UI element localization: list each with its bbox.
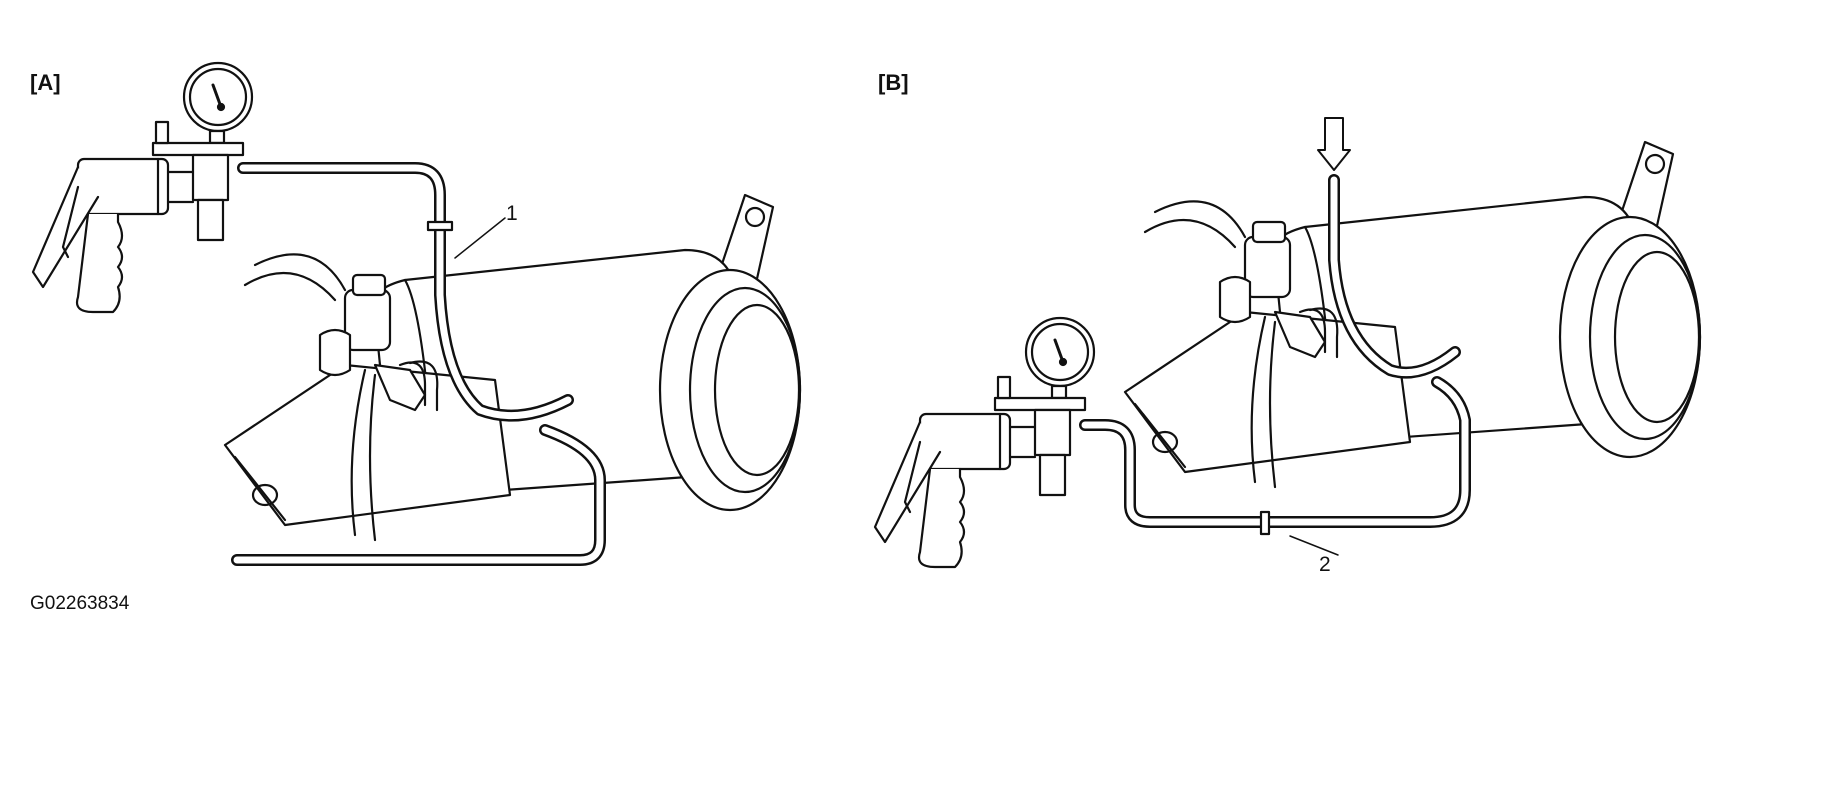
panel-a-label: [A]	[30, 70, 61, 95]
hose-clamp-b	[1259, 510, 1271, 536]
vacuum-pump-a	[31, 61, 254, 314]
airflow-arrow-icon	[1317, 117, 1351, 171]
figure-id: G02263834	[30, 593, 130, 614]
callout-1-leader	[454, 217, 506, 259]
vacuum-pump-b	[873, 316, 1096, 569]
hose-clamp-a	[426, 220, 454, 232]
unit-a-drawing	[223, 193, 802, 542]
unit-b-drawing	[1123, 140, 1702, 489]
callout-2-leader	[1289, 535, 1339, 556]
callout-2: 2	[1319, 553, 1331, 576]
panel-b-label: [B]	[878, 70, 909, 95]
callout-1: 1	[506, 202, 518, 225]
